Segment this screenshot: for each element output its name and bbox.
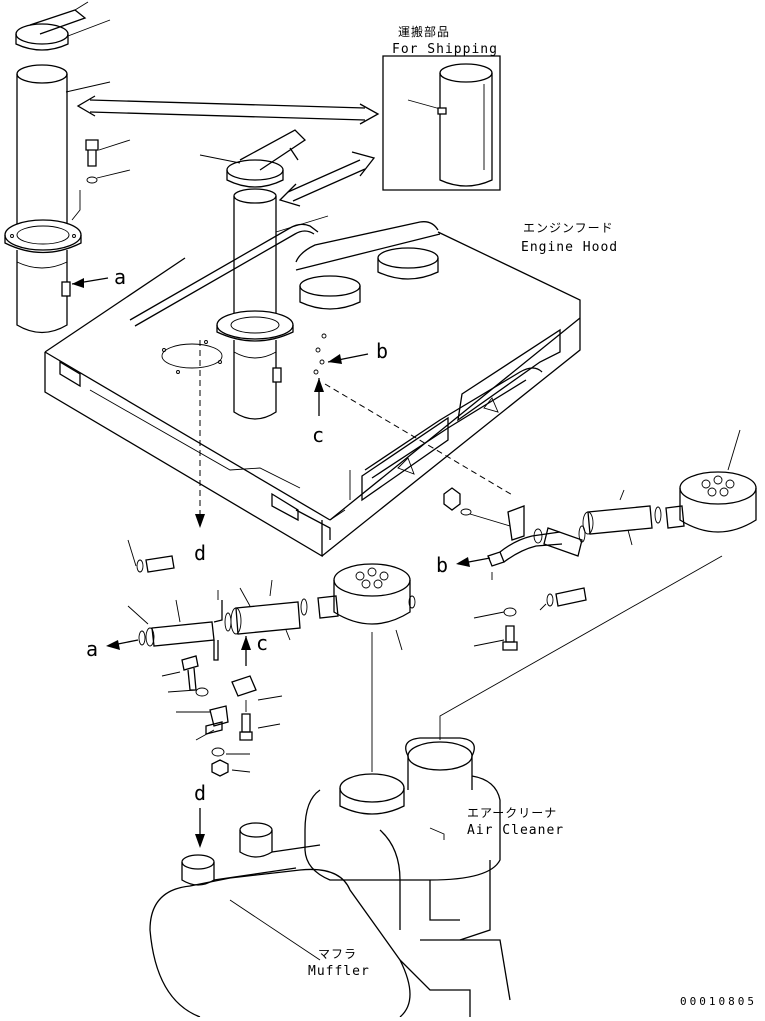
top-left-stack-assembly — [4, 1, 131, 334]
ref-arrow-c-top: c — [312, 378, 324, 447]
ref-letter-c-top: c — [312, 423, 324, 447]
ref-arrow-a-lower: a — [86, 637, 139, 661]
ref-letter-a-top: a — [114, 265, 126, 289]
ref-arrow-d-lower: d — [194, 781, 206, 848]
dashed-guide-d: d — [194, 340, 515, 565]
shipping-label-en: For Shipping — [392, 42, 498, 57]
ref-letter-d-mid: d — [194, 541, 206, 565]
engine-hood-label-jp: エンジンフード — [523, 221, 614, 235]
shipping-double-arrow-lower — [278, 151, 376, 207]
ref-arrow-b-mid: b — [436, 553, 491, 577]
lower-precleaner-assembly — [127, 539, 416, 777]
muffler: マフラ Muffler — [149, 822, 511, 1018]
ref-letter-b-mid: b — [436, 553, 448, 577]
drawing-number: 00010805 — [680, 995, 757, 1008]
right-precleaner-assembly — [439, 429, 757, 740]
ref-letter-b-top: b — [376, 339, 388, 363]
shipping-double-arrow-upper — [76, 95, 380, 125]
ref-arrow-a-top: a — [71, 265, 126, 289]
engine-hood: エンジンフード Engine Hood — [44, 221, 618, 558]
ref-letter-c-lower: c — [256, 631, 268, 655]
air-cleaner-label-en: Air Cleaner — [467, 823, 564, 838]
air-cleaner-label-jp: エアークリーナ — [467, 806, 557, 820]
ref-arrow-c-lower: c — [241, 631, 268, 666]
shipping-label-jp: 運搬部品 — [398, 24, 450, 39]
for-shipping-box: 運搬部品 For Shipping — [382, 24, 501, 191]
center-stack-assembly — [199, 129, 329, 420]
ref-letter-d-lower: d — [194, 781, 206, 805]
air-cleaner: エアークリーナ Air Cleaner — [304, 737, 564, 941]
muffler-label-jp: マフラ — [318, 947, 357, 961]
ref-letter-a-lower: a — [86, 637, 98, 661]
muffler-label-en: Muffler — [308, 964, 370, 979]
ref-arrow-b-top: b — [327, 339, 388, 364]
engine-hood-label-en: Engine Hood — [521, 240, 618, 255]
